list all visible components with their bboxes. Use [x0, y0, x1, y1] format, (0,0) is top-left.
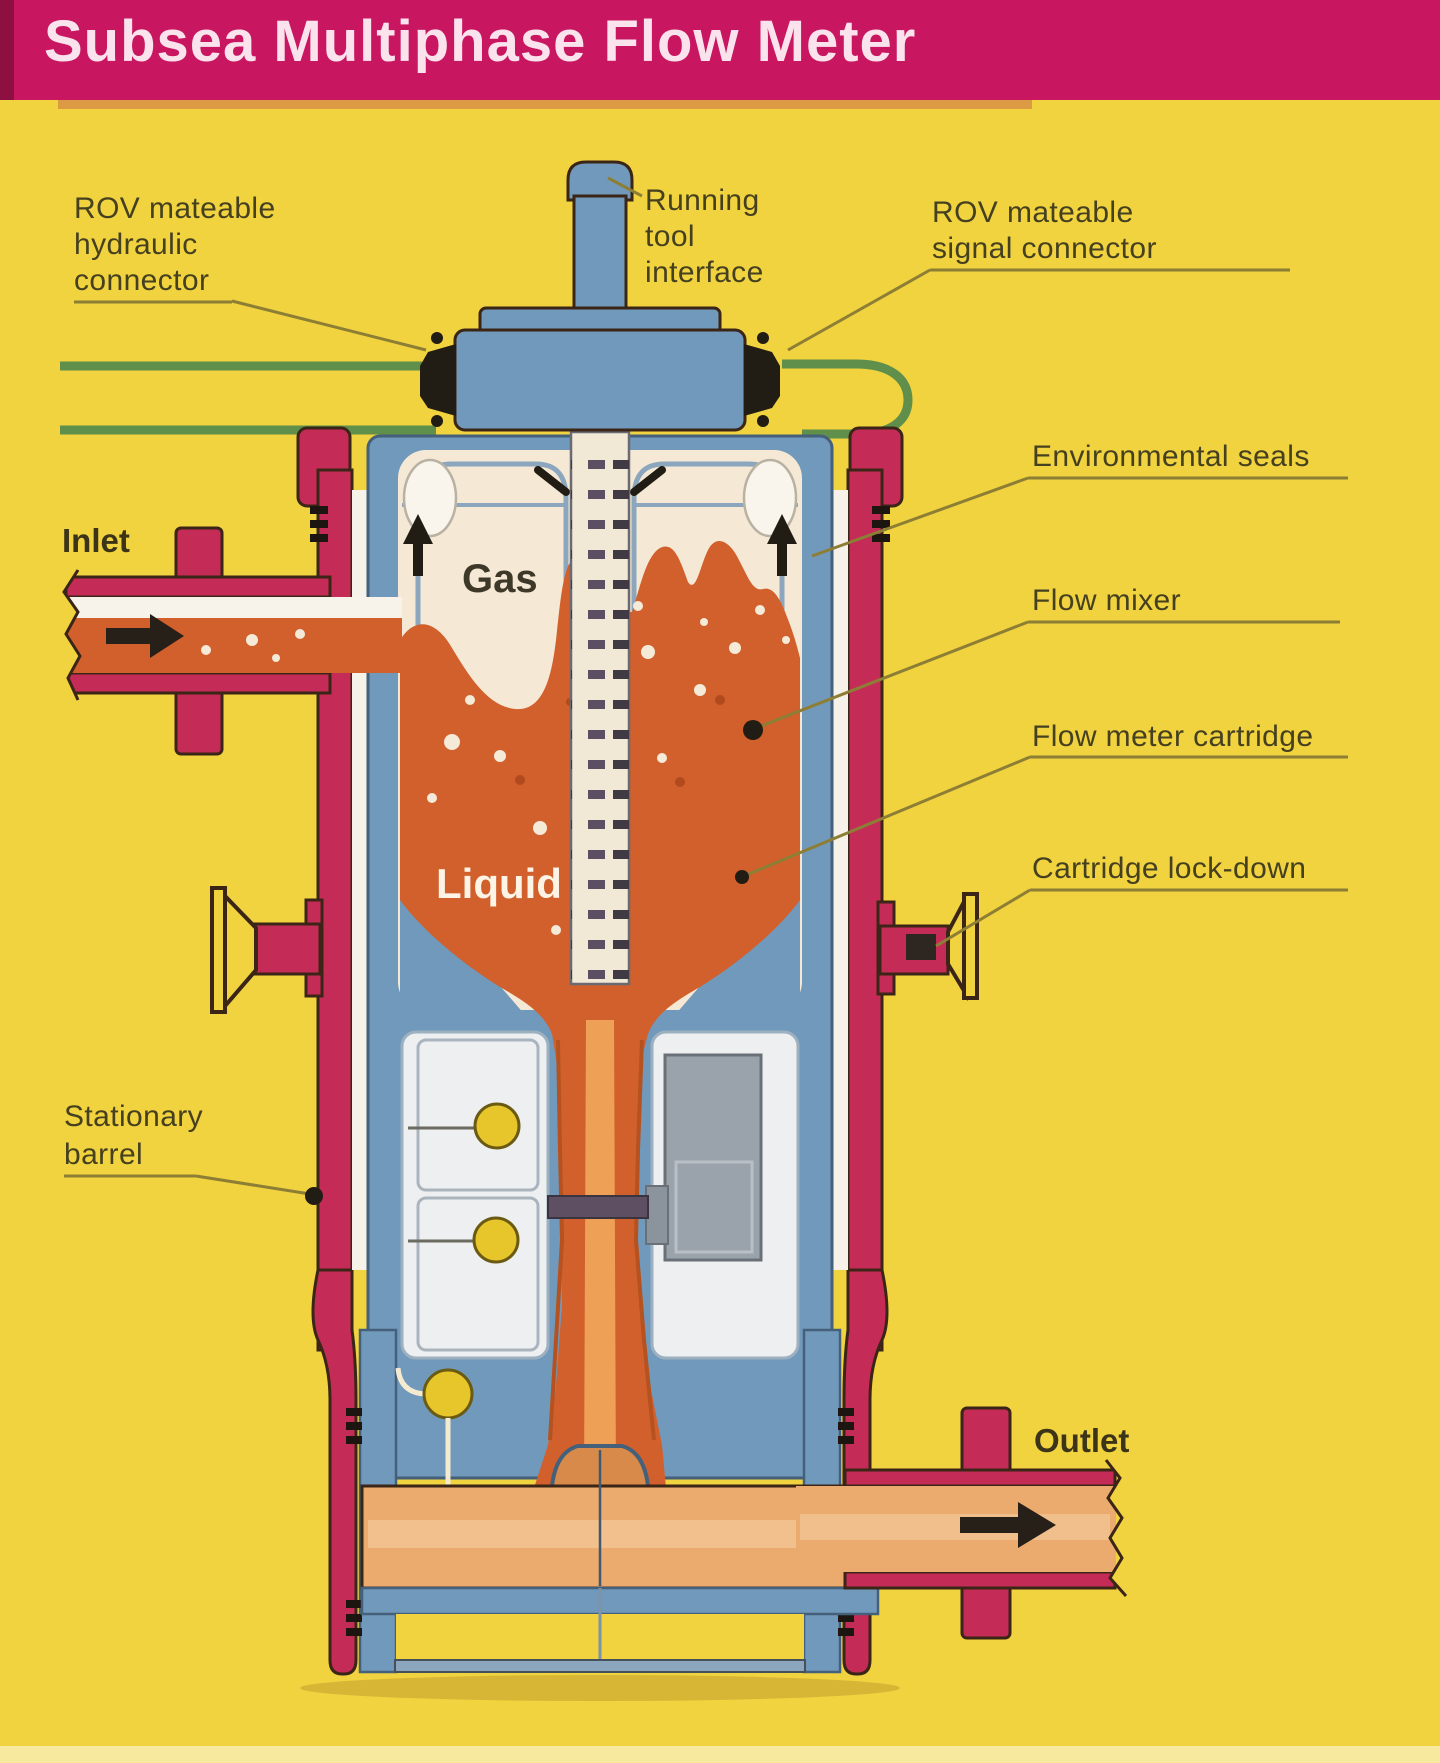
- electronics-box-panel: [674, 1160, 754, 1254]
- running-tool-collar: [566, 160, 634, 202]
- inlet-liquid-layer: [66, 618, 402, 673]
- dip-tube: [569, 430, 631, 986]
- chamber-left: [400, 1030, 550, 1360]
- svg-text:Stationary: Stationary: [64, 1100, 203, 1133]
- svg-text:Flow meter cartridge: Flow meter cartridge: [1032, 720, 1313, 753]
- callout-rov-signal: ROV mateable signal connector: [787, 196, 1290, 352]
- title-bar-edge: [0, 0, 14, 100]
- callout-running-tool: Running tool interface: [607, 176, 764, 289]
- svg-text:signal connector: signal connector: [932, 232, 1157, 265]
- callout-rov-hydraulic: ROV mateable hydraulic connector: [74, 192, 427, 352]
- cap-assembly: [420, 160, 780, 432]
- pressure-sensor-upper: [473, 1102, 521, 1150]
- outlet-wall-bottom: [843, 1570, 1117, 1590]
- svg-text:hydraulic: hydraulic: [74, 228, 198, 261]
- channel-floor: [360, 1586, 880, 1616]
- inlet-wall-bottom: [64, 671, 332, 695]
- bottom-edge: [0, 1746, 1440, 1763]
- shell-leg-left: [311, 1268, 358, 1676]
- callout-cartridge-lockdown: Cartridge lock-down: [935, 852, 1348, 948]
- funnel-rim-left: [210, 886, 227, 1014]
- hydraulic-connector: [420, 344, 456, 416]
- outlet-label: Outlet: [1034, 1422, 1129, 1459]
- barrel-pointer-dot: [305, 1187, 323, 1205]
- port-stem-left: [252, 922, 322, 976]
- liquid-speckles: [515, 695, 725, 828]
- liquid: Liquid: [400, 540, 800, 1488]
- gas-label: Gas: [462, 557, 538, 601]
- bottom-plate: [394, 1659, 806, 1673]
- gap-left: [352, 490, 368, 1270]
- running-tool-stem: [572, 194, 628, 316]
- callout-flow-meter-cartridge: Flow meter cartridge: [735, 720, 1348, 884]
- svg-text:Cartridge lock-down: Cartridge lock-down: [1032, 852, 1306, 885]
- svg-text:barrel: barrel: [64, 1138, 143, 1171]
- liquid-body: [400, 540, 800, 1488]
- callout-flow-mixer: Flow mixer: [743, 584, 1340, 740]
- outlet-flow-arrow: [960, 1502, 1056, 1548]
- title-bar: Subsea Multiphase Flow Meter: [0, 0, 1440, 109]
- title-underline: [58, 100, 1032, 109]
- electronics-tap: [645, 1185, 669, 1245]
- inlet-pipe: [52, 526, 402, 756]
- svg-text:Running: Running: [645, 184, 760, 217]
- svg-text:Flow mixer: Flow mixer: [1032, 584, 1181, 617]
- chamber-panel-lines: [416, 1038, 540, 1352]
- callout-environmental-seals: Environmental seals: [811, 440, 1348, 558]
- gas-flow-arrows: [403, 514, 797, 576]
- inlet-flow-arrow: [106, 614, 184, 658]
- cartridge-pointer-dot: [735, 870, 749, 884]
- callout-stationary-barrel: Stationary barrel: [64, 1100, 323, 1205]
- inlet-wall-top: [64, 575, 332, 599]
- funnel-rim-right: [962, 892, 979, 1000]
- cap-bolts: [431, 332, 769, 427]
- device-shadow: [300, 1675, 900, 1701]
- page-title: Subsea Multiphase Flow Meter: [44, 9, 917, 74]
- outlet-break: [1106, 1460, 1150, 1596]
- spring-element-right: [742, 458, 798, 538]
- svg-text:Environmental seals: Environmental seals: [1032, 440, 1310, 473]
- venturi-throat-sensor: [547, 1195, 649, 1219]
- bottom-channel: [360, 1444, 880, 1673]
- side-ports: [210, 886, 979, 1014]
- inlet-label: Inlet: [62, 522, 130, 559]
- spring-element-left: [402, 458, 458, 538]
- outlet-wall-top: [843, 1468, 1117, 1488]
- bottom-sensor: [422, 1368, 474, 1420]
- cartridge-lockdown-block: [906, 934, 936, 960]
- flow-mixer-pointer-dot: [743, 720, 763, 740]
- shell-wall-right: [846, 468, 884, 1352]
- svg-text:interface: interface: [645, 256, 764, 289]
- callouts: ROV mateable hydraulic connector Running…: [62, 176, 1348, 1459]
- gap-right: [832, 490, 848, 1270]
- liquid-column-highlight: [584, 1020, 616, 1488]
- svg-text:ROV mateable: ROV mateable: [932, 196, 1134, 229]
- pressure-sensor-lower: [472, 1216, 520, 1264]
- liquid-label: Liquid: [436, 860, 562, 907]
- cap-block: [453, 328, 747, 432]
- inlet-gas-layer: [66, 597, 402, 618]
- signal-connector: [744, 344, 780, 416]
- mixer-deflectors: [534, 466, 666, 496]
- svg-text:tool: tool: [645, 220, 695, 253]
- inlet-bubbles: [201, 629, 305, 662]
- svg-text:ROV mateable: ROV mateable: [74, 192, 276, 225]
- svg-text:connector: connector: [74, 264, 209, 297]
- electronics-box: [663, 1053, 763, 1262]
- liquid-edge-shading: [548, 1039, 656, 1441]
- outlet-pipe: [796, 1406, 1150, 1640]
